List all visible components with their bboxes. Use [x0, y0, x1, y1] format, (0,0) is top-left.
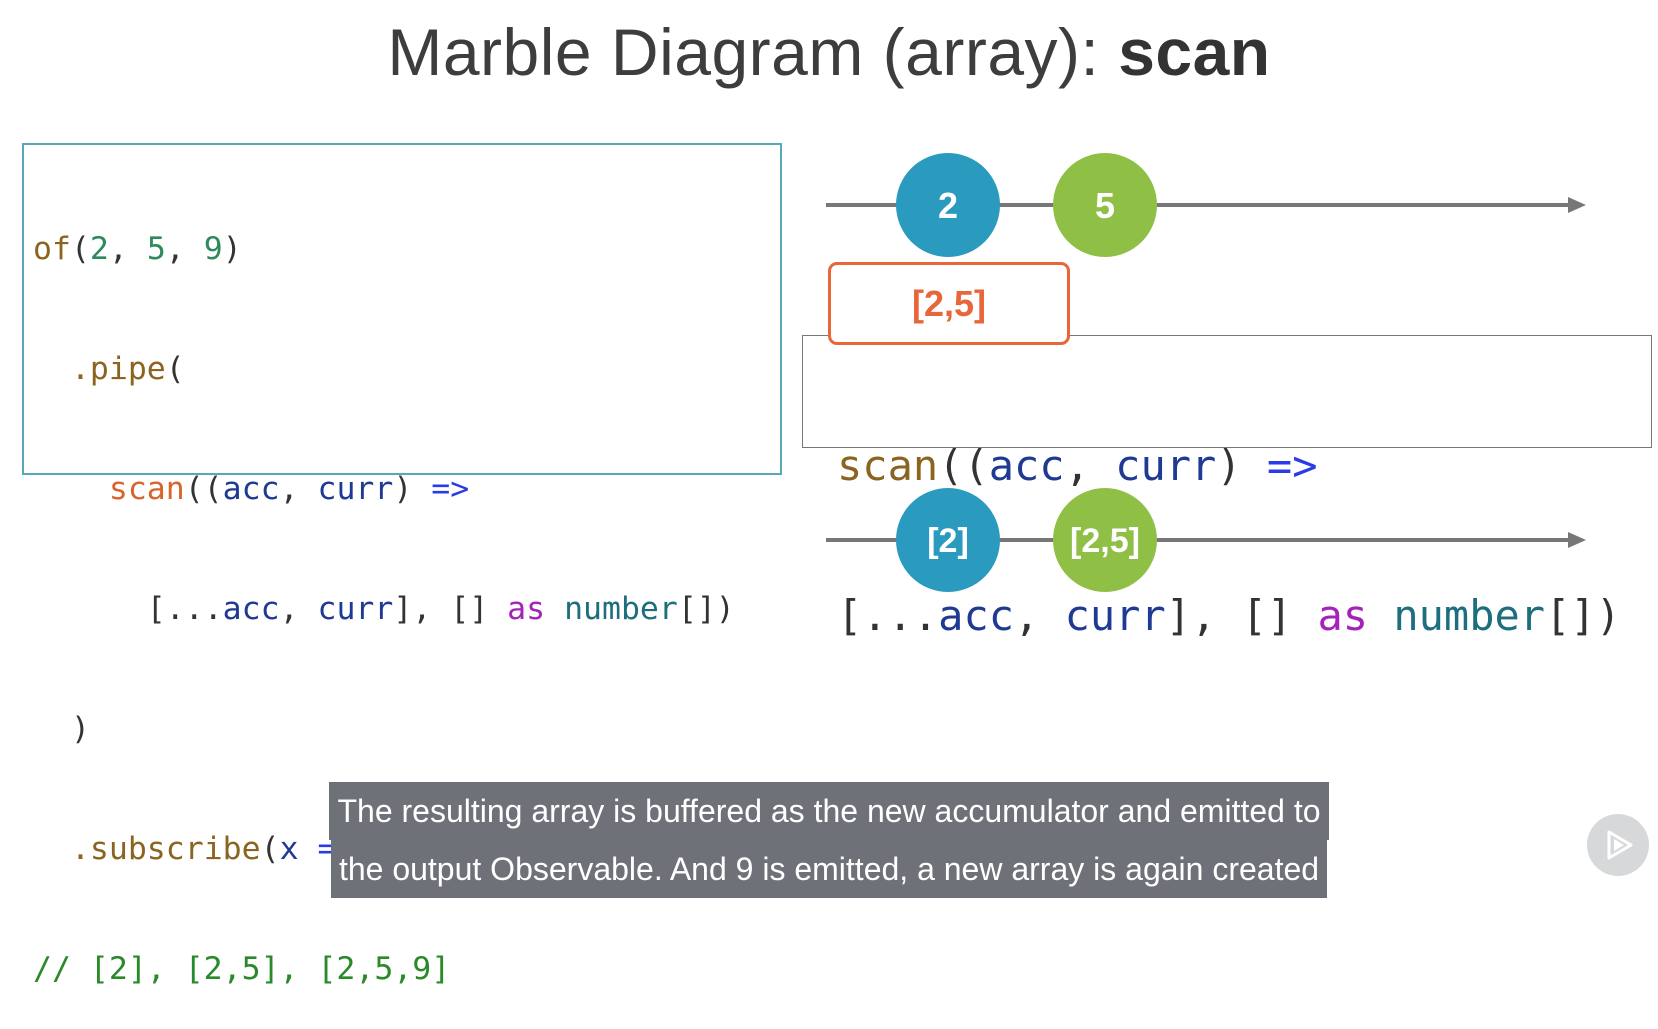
input-marble-circle: [1053, 153, 1157, 257]
code-token: x: [279, 831, 299, 867]
code-token: [1368, 591, 1393, 640]
operator-code-line-1: scan((acc, curr) =>: [837, 441, 1651, 491]
code-token: acc: [222, 471, 280, 507]
output-marble-label: [2,5]: [1070, 522, 1140, 560]
caption-line-1: The resulting array is buffered as the n…: [0, 782, 1658, 840]
code-token: ,: [1014, 591, 1065, 640]
code-token: number: [1393, 591, 1546, 640]
code-token: ((: [938, 441, 989, 490]
code-token: []): [677, 591, 735, 627]
title-operator: scan: [1118, 15, 1271, 89]
code-token: 9: [203, 231, 223, 267]
code-token: acc: [222, 591, 280, 627]
output-marbles: [2] [2,5]: [896, 488, 1157, 592]
code-token: curr: [317, 471, 394, 507]
code-token: ,: [279, 591, 318, 627]
code-token: ], []: [393, 591, 508, 627]
code-line-3: scan((acc, curr) =>: [33, 469, 780, 509]
input-timeline-arrowhead: [1568, 197, 1586, 213]
caption-text-2: the output Observable. And 9 is emitted,…: [330, 840, 1328, 898]
code-token: ): [70, 711, 90, 747]
code-token: ,: [1064, 441, 1116, 490]
code-token: 2: [89, 231, 109, 267]
code-token: curr: [317, 591, 394, 627]
code-token: ,: [165, 231, 204, 267]
code-token: ): [393, 471, 432, 507]
accumulator-value: [2,5]: [911, 282, 987, 324]
output-marble: [2]: [896, 488, 1000, 592]
input-marble: 2: [896, 153, 1000, 257]
code-token: ): [222, 231, 242, 267]
code-token: acc: [988, 441, 1065, 490]
code-token: ,: [108, 231, 147, 267]
code-token: .subscribe: [70, 831, 261, 867]
code-token: curr: [1064, 591, 1166, 640]
code-token: as: [507, 591, 546, 627]
code-token: [...: [837, 591, 939, 640]
code-line-7: // [2], [2,5], [2,5,9]: [33, 949, 780, 989]
caption-text-1: The resulting array is buffered as the n…: [329, 782, 1329, 840]
output-marble-circle: [1053, 488, 1157, 592]
code-line-2: .pipe(: [33, 349, 780, 389]
code-token: (: [165, 351, 185, 387]
code-token: .pipe: [70, 351, 166, 387]
code-token: ], []: [1165, 591, 1318, 640]
code-token: =>: [431, 471, 470, 507]
code-token: [...: [146, 591, 223, 627]
code-token: curr: [1115, 441, 1217, 490]
output-timeline-arrowhead: [1568, 532, 1586, 548]
output-marble: [2,5]: [1053, 488, 1157, 592]
code-token: (: [260, 831, 280, 867]
operator-code-line-2: [...acc, curr], [] as number[]): [837, 591, 1651, 641]
code-token: of: [33, 231, 71, 267]
code-token: number: [564, 591, 678, 627]
play-icon: [1607, 830, 1633, 860]
code-token: 5: [146, 231, 166, 267]
caption-line-2: the output Observable. And 9 is emitted,…: [0, 840, 1658, 898]
play-button[interactable]: [1587, 814, 1649, 876]
code-comment: // [2], [2,5], [2,5,9]: [33, 951, 451, 987]
code-line-5: ): [33, 709, 780, 749]
output-marble-label: [2]: [927, 522, 969, 560]
code-token: =>: [1266, 441, 1318, 490]
code-token: []): [1545, 591, 1621, 640]
code-token: scan: [108, 471, 185, 507]
input-marble-label: 5: [1095, 185, 1115, 226]
code-token: scan: [837, 441, 939, 490]
code-line-4: [...acc, curr], [] as number[]): [33, 589, 780, 629]
accumulator-box: [2,5]: [828, 262, 1070, 345]
code-line-1: of(2, 5, 9): [33, 229, 780, 269]
input-marble-circle: [896, 153, 1000, 257]
code-token: as: [1317, 591, 1369, 640]
title-prefix: Marble Diagram (array):: [387, 15, 1119, 89]
operator-box: scan((acc, curr) => [...acc, curr], [] a…: [802, 335, 1652, 640]
code-token: ): [1216, 441, 1267, 490]
slide-title: Marble Diagram (array): scan: [0, 14, 1658, 90]
code-token: ((: [184, 471, 223, 507]
code-token: ,: [279, 471, 318, 507]
input-marble-label: 2: [938, 185, 958, 226]
output-marble-circle: [896, 488, 1000, 592]
input-marble: 5: [1053, 153, 1157, 257]
code-token: acc: [938, 591, 1015, 640]
code-token: (: [70, 231, 90, 267]
